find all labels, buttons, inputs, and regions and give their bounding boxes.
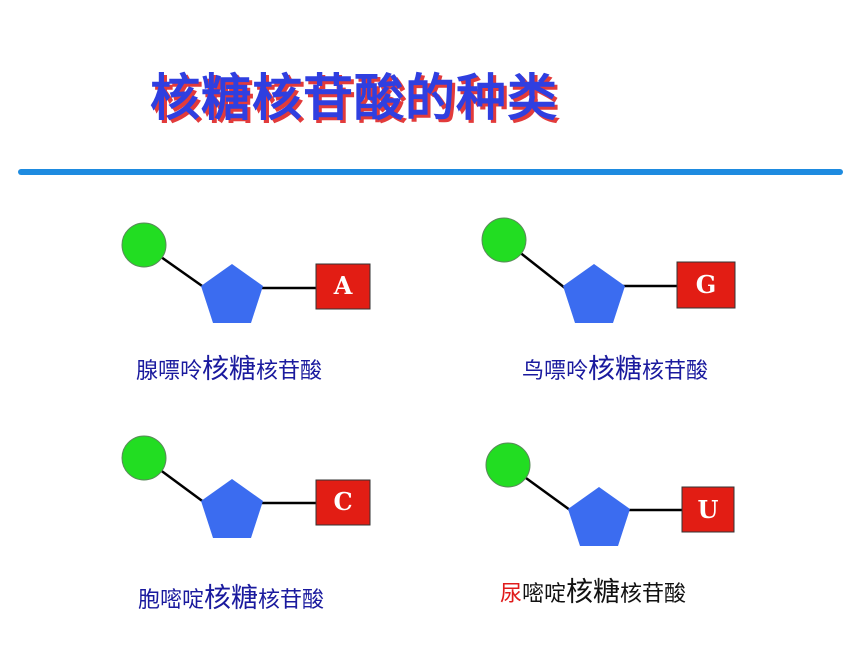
ribose-pentagon [201, 264, 263, 323]
base-letter: C [333, 487, 352, 516]
caption-ribose: 核糖 [588, 354, 643, 385]
slide-title: 核糖核苷酸的种类 [150, 69, 558, 127]
caption-uracil: 尿嘧啶核糖核苷酸 [500, 570, 686, 609]
caption-uracil-prefix: 尿 [500, 582, 523, 607]
caption-cytosine: 胞嘧啶核糖核苷酸 [138, 576, 324, 615]
nucleotide-a-svg: A [121, 222, 371, 323]
caption-nucleotide: 核苷酸 [642, 359, 709, 384]
ribose-pentagon [563, 264, 625, 323]
base-box [676, 261, 736, 309]
base-letter: U [698, 495, 719, 524]
caption-adenine: 腺嘌呤核糖核苷酸 [136, 347, 322, 386]
base-box [315, 263, 371, 310]
phosphate-circle [481, 217, 527, 263]
base-box [681, 486, 735, 533]
caption-nucleotide: 核苷酸 [256, 359, 323, 384]
nucleotide-diagram-c: C [110, 425, 410, 565]
base-box [315, 479, 371, 526]
caption-nucleotide: 核苷酸 [258, 588, 325, 613]
caption-base-name: 鸟嘌呤 [522, 359, 589, 384]
caption-guanine: 鸟嘌呤核糖核苷酸 [522, 347, 708, 386]
phosphate-circle [121, 222, 167, 268]
nucleotide-diagram-u: U [475, 430, 775, 570]
caption-base-name: 胞嘧啶 [138, 588, 205, 613]
caption-ribose: 核糖 [566, 577, 621, 608]
nucleotide-c-svg: C [121, 435, 371, 538]
phosphate-circle [485, 442, 531, 488]
caption-ribose: 核糖 [204, 583, 259, 614]
caption-nucleotide: 核苷酸 [620, 582, 687, 607]
base-letter: A [333, 271, 353, 300]
nucleotide-diagram-g: G [470, 210, 770, 350]
ribose-pentagon [568, 487, 630, 546]
title-divider [18, 169, 843, 175]
nucleotide-diagram-a: A [110, 210, 410, 350]
caption-base-name: 嘧啶 [522, 582, 567, 607]
caption-ribose: 核糖 [202, 354, 257, 385]
phosphate-circle [121, 435, 167, 481]
caption-base-name: 腺嘌呤 [136, 359, 203, 384]
ribose-pentagon [201, 479, 263, 538]
nucleotide-g-svg: G [481, 217, 736, 323]
nucleotide-u-svg: U [485, 442, 735, 546]
base-letter: G [696, 270, 717, 299]
